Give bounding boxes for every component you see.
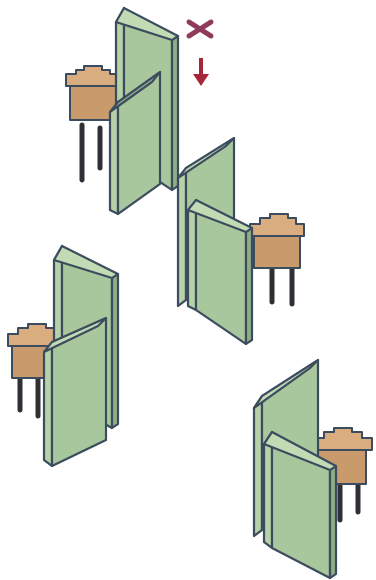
tower <box>249 213 305 307</box>
unit-top-left[interactable] <box>65 6 180 216</box>
front-panel <box>186 198 254 346</box>
unit-mid-left[interactable] <box>7 244 120 468</box>
front-panel <box>42 316 108 468</box>
front-panel <box>108 70 162 216</box>
unit-bottom-right[interactable] <box>252 358 373 580</box>
close-x-icon[interactable] <box>186 19 214 39</box>
front-panel <box>262 430 338 580</box>
unit-center-right[interactable] <box>176 136 305 346</box>
down-arrow-icon[interactable] <box>193 58 209 86</box>
